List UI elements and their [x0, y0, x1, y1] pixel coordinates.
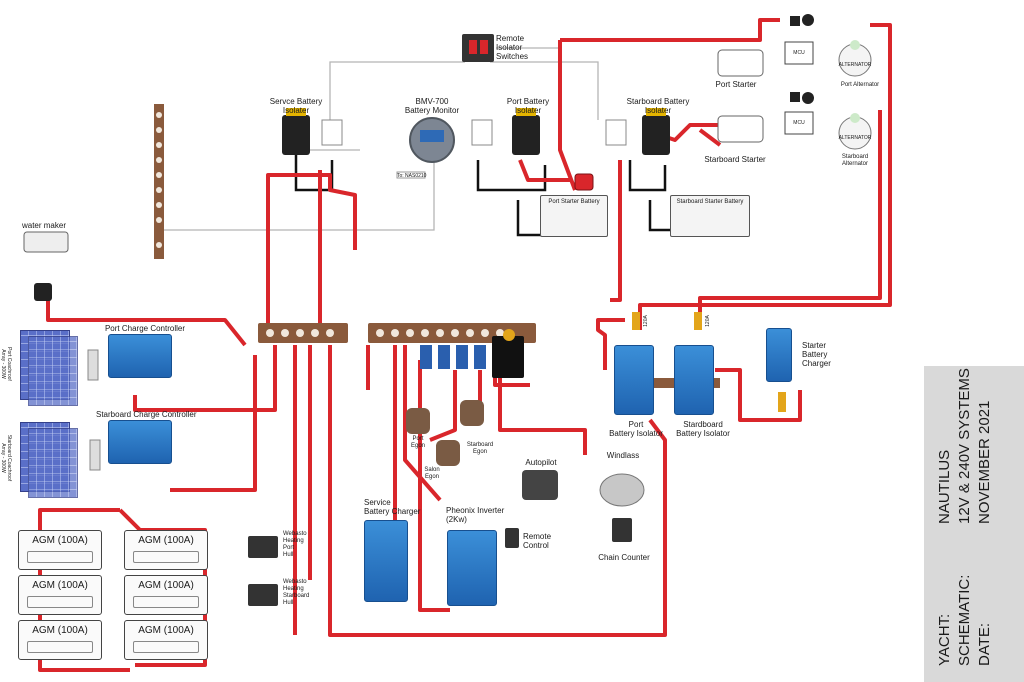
phoenix-inverter: [447, 530, 497, 606]
agm-battery: AGM (100A): [18, 620, 102, 660]
stbd-starter-label: Starboard Starter: [704, 155, 766, 164]
busbar-studs: [156, 112, 504, 337]
remote-switch-panel: [462, 34, 494, 62]
signal-wires: [160, 47, 599, 231]
yacht-label: YACHT:: [936, 613, 953, 666]
alternator-tag-port: ALTERNATOR: [838, 62, 872, 68]
date-value: NOVEMBER 2021: [976, 400, 993, 524]
stbd-solar-panel: [28, 428, 78, 498]
fuse-icon: [420, 329, 524, 378]
windlass-label: Windlass: [606, 451, 640, 460]
stbd-charge-controller-label: Starboard Charge Controller: [96, 410, 197, 419]
positive-cables: [38, 18, 892, 672]
service-battery-charger: [364, 520, 408, 602]
yacht-value: NAUTILUS: [936, 449, 953, 524]
stbd-battery-isolator: [674, 345, 714, 415]
schematic-label: SCHEMATIC:: [956, 574, 973, 666]
motor-icon: [717, 14, 814, 143]
webasto-port-controller-icon: [248, 536, 278, 558]
water-maker-label: water maker: [21, 221, 66, 230]
stbd-charge-controller: [108, 420, 172, 464]
port-charge-controller: [108, 334, 172, 378]
stbd-pv-fuse-icon: [89, 439, 101, 471]
agm-battery: AGM (100A): [124, 575, 208, 615]
port-starter-battery: Port Starter Battery: [540, 195, 608, 237]
fuse-120a-port: 120A: [643, 315, 649, 327]
bmv-tag: To: NAS0210: [397, 173, 427, 179]
agm-battery: AGM (100A): [124, 530, 208, 570]
port-alternator-label: Port Alternator: [840, 82, 880, 88]
stbd-starter-battery: Starboard Starter Battery: [670, 195, 750, 237]
windlass-icon: [599, 473, 645, 507]
port-charge-controller-label: Port Charge Controller: [104, 324, 186, 333]
date-label: DATE:: [976, 622, 993, 666]
port-pv-fuse-icon: [87, 349, 99, 381]
remote-control-icon: [505, 528, 519, 548]
stbd-isolator-fuse-icon: [694, 312, 702, 330]
starter-charger-fuse-icon: [778, 392, 786, 412]
mcu-label-port: MCU: [793, 50, 805, 56]
autopilot-label: Autopilot: [525, 458, 557, 467]
ground-busbar: [154, 104, 164, 259]
battery-isolator-icon: [282, 108, 670, 155]
port-solar-panel: [28, 336, 78, 406]
alternator-tag-stbd: ALTERNATOR: [838, 135, 872, 141]
chain-counter-label: Chain Counter: [598, 553, 650, 562]
port-isolator-fuse-icon: [632, 312, 640, 330]
agm-battery: AGM (100A): [18, 575, 102, 615]
agm-battery: AGM (100A): [18, 530, 102, 570]
fuse-120a-stbd: 120A: [705, 315, 711, 327]
chain-counter-icon: [612, 518, 632, 542]
mcu-label-stbd: MCU: [793, 120, 805, 126]
inverter-label: Pheonix Inverter(2Kw): [446, 506, 505, 524]
port-battery-isolator: [614, 345, 654, 415]
water-maker-icon: [23, 231, 69, 301]
starter-battery-charger: [766, 328, 792, 382]
isolator-busbar: [620, 378, 720, 388]
port-starter-label: Port Starter: [715, 80, 757, 89]
egon-icon: [406, 400, 484, 466]
title-block: YACHT: SCHEMATIC: DATE: NAUTILUS 12V & 2…: [924, 366, 1024, 682]
agm-battery: AGM (100A): [124, 620, 208, 660]
webasto-stbd-controller-icon: [248, 584, 278, 606]
remote-switch-icon: [574, 173, 594, 191]
alternator-icon: [838, 40, 872, 150]
schematic-value: 12V & 240V SYSTEMS: [956, 368, 973, 524]
autopilot-icon: [522, 470, 558, 500]
